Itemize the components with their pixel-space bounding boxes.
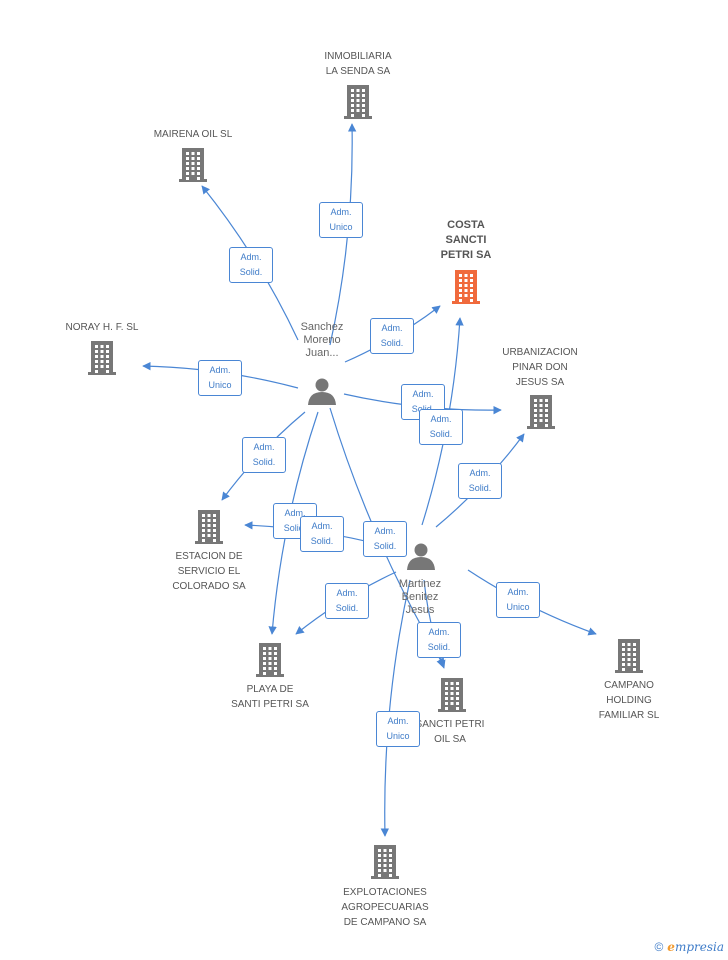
- company-icon-estacion[interactable]: [195, 510, 223, 544]
- company-icon-inmobiliaria[interactable]: [344, 85, 372, 119]
- edge-label: Adm. Solid.: [325, 583, 369, 619]
- company-label-estacion[interactable]: ESTACION DE SERVICIO EL COLORADO SA: [172, 551, 246, 592]
- company-icon-explotaciones[interactable]: [371, 845, 399, 879]
- footer: ©empresia: [654, 940, 724, 954]
- company-label-explotaciones[interactable]: EXPLOTACIONES AGROPECUARIAS DE CAMPANO S…: [341, 887, 429, 928]
- edge-label: Adm. Solid.: [370, 318, 414, 354]
- company-label-urbanizacion[interactable]: URBANIZACION PINAR DON JESUS SA: [502, 347, 578, 388]
- edge-label: Adm. Solid.: [242, 437, 286, 473]
- company-icon-campano[interactable]: [615, 639, 643, 673]
- edge-label: Adm. Solid.: [419, 409, 463, 445]
- edge-label: Adm. Solid.: [363, 521, 407, 557]
- company-icon-costa[interactable]: [452, 270, 480, 304]
- edge-label: Adm. Unico: [319, 202, 363, 238]
- edge-label: Adm. Unico: [198, 360, 242, 396]
- company-label-noray[interactable]: NORAY H. F. SL: [65, 322, 139, 333]
- person-label-sanchez[interactable]: Sanchez Moreno Juan...: [300, 321, 344, 359]
- company-label-playa[interactable]: PLAYA DE SANTI PETRI SA: [231, 684, 309, 710]
- company-icon-playa[interactable]: [256, 643, 284, 677]
- person-icon-sanchez[interactable]: [308, 378, 336, 406]
- company-label-campano[interactable]: CAMPANO HOLDING FAMILIAR SL: [598, 680, 660, 721]
- company-icon-mairena[interactable]: [179, 148, 207, 182]
- company-label-sancti_oil[interactable]: SANCTI PETRI OIL SA: [415, 719, 485, 745]
- edge-martinez-explotaciones: [380, 579, 411, 837]
- company-label-inmobiliaria[interactable]: INMOBILIARIA LA SENDA SA: [324, 51, 392, 77]
- person-icon-martinez[interactable]: [407, 543, 435, 571]
- company-icon-noray[interactable]: [88, 341, 116, 375]
- edge-label: Adm. Solid.: [300, 516, 344, 552]
- edge-label: Adm. Solid.: [229, 247, 273, 283]
- company-icon-sancti_oil[interactable]: [438, 678, 466, 712]
- edge-label: Adm. Unico: [376, 711, 420, 747]
- company-label-mairena[interactable]: MAIRENA OIL SL: [153, 129, 233, 140]
- brand-logo[interactable]: empresia: [667, 940, 724, 954]
- edge-label: Adm. Unico: [496, 582, 540, 618]
- company-label-costa[interactable]: COSTA SANCTI PETRI SA: [440, 219, 492, 261]
- company-icon-urbanizacion[interactable]: [527, 395, 555, 429]
- person-label-martinez[interactable]: Martinez Benitez Jesus: [398, 578, 442, 616]
- edge-label: Adm. Solid.: [458, 463, 502, 499]
- copyright-symbol: ©: [654, 940, 664, 954]
- edge-label: Adm. Solid.: [417, 622, 461, 658]
